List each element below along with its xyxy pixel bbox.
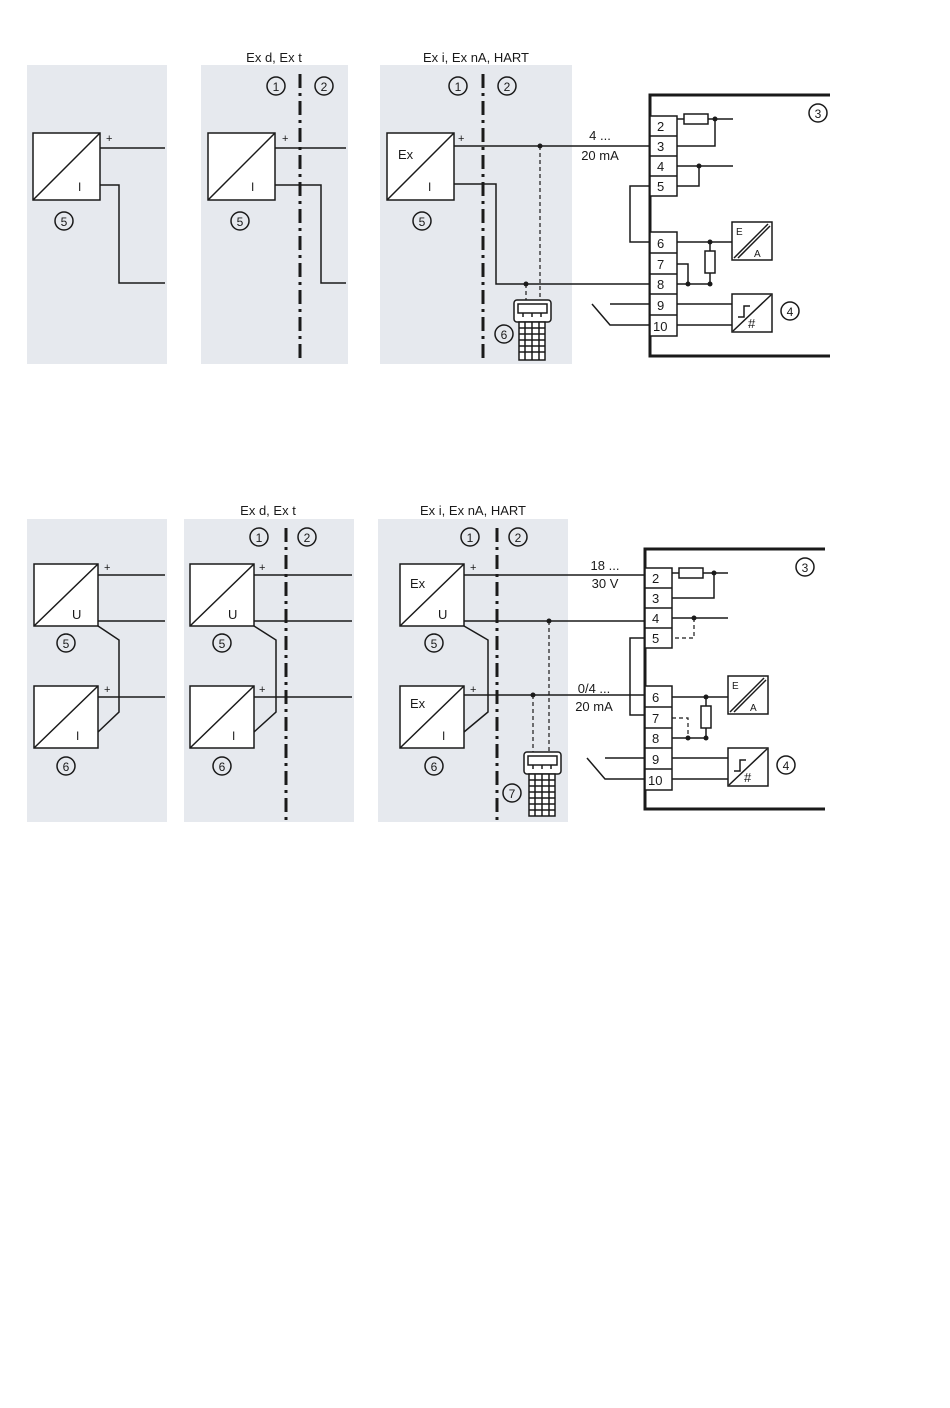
terminal-4: 4 (652, 611, 659, 626)
sensor-label-Ex: Ex (398, 147, 414, 162)
callout-5: 5 (419, 215, 426, 229)
callout-5: 5 (237, 215, 244, 229)
signal-label-2: 20 mA (575, 699, 613, 714)
heading-exi: Ex i, Ex nA, HART (420, 503, 526, 518)
sensor-label-I: I (442, 729, 445, 743)
panel-exd (201, 65, 348, 364)
supply-label-2: 30 V (592, 576, 619, 591)
diagram-2: Ex d, Ex t Ex i, Ex nA, HART 1 2 1 2 U +… (27, 503, 825, 822)
callout-1: 1 (467, 531, 474, 545)
conv-E: E (736, 227, 743, 238)
resistor (705, 251, 715, 273)
resistor (679, 568, 703, 578)
callout-5: 5 (61, 215, 68, 229)
signal-converter-icon: E A (728, 676, 768, 714)
terminal-8: 8 (657, 277, 664, 292)
signal-label-1: 4 ... (589, 128, 611, 143)
plus-sign: + (282, 133, 288, 145)
plus-sign: + (470, 684, 476, 696)
terminal-5: 5 (652, 631, 659, 646)
hart-handheld-icon (514, 300, 551, 360)
resistor (684, 114, 708, 124)
callout-2: 2 (515, 531, 522, 545)
conv-A: A (750, 703, 757, 714)
plus-sign: + (259, 684, 265, 696)
signal-label-1: 0/4 ... (578, 681, 611, 696)
callout-1: 1 (455, 80, 462, 94)
sensor-label-U: U (438, 607, 447, 622)
sensor-label-I: I (428, 180, 431, 194)
callout-6: 6 (501, 328, 508, 342)
callout-2: 2 (321, 80, 328, 94)
panel-standard (27, 65, 167, 364)
callout-5: 5 (431, 637, 438, 651)
callout-2: 2 (304, 531, 311, 545)
terminal-3: 3 (657, 139, 664, 154)
callout-5: 5 (219, 637, 226, 651)
plus-sign: + (458, 133, 464, 145)
plus-sign: + (259, 562, 265, 574)
terminal-3: 3 (652, 591, 659, 606)
switch-output-icon: # (728, 748, 768, 786)
terminal-7: 7 (657, 257, 664, 272)
terminal-6: 6 (657, 236, 664, 251)
terminal-10: 10 (653, 319, 667, 334)
heading-exi: Ex i, Ex nA, HART (423, 50, 529, 65)
terminal-4: 4 (657, 159, 664, 174)
terminal-block: 2 3 4 5 6 7 8 9 10 (645, 568, 672, 790)
callout-4: 4 (783, 759, 790, 773)
switch-hash: # (744, 770, 752, 785)
sensor-label-I: I (78, 180, 81, 194)
heading-exd: Ex d, Ex t (246, 50, 302, 65)
sensor-label-U: U (72, 607, 81, 622)
sensor-label-Ex: Ex (410, 576, 426, 591)
terminal-block: 2 3 4 5 6 7 8 9 10 (650, 116, 677, 336)
callout-4: 4 (787, 305, 794, 319)
heading-exd: Ex d, Ex t (240, 503, 296, 518)
callout-5: 5 (63, 637, 70, 651)
sensor-label-I: I (251, 180, 254, 194)
conv-A: A (754, 249, 761, 260)
callout-6: 6 (431, 760, 438, 774)
plus-sign: + (106, 133, 112, 145)
switch-output-icon: # (732, 294, 772, 332)
terminal-2: 2 (652, 571, 659, 586)
sensor-label-Ex: Ex (410, 696, 426, 711)
callout-6: 6 (63, 760, 70, 774)
plus-sign: + (104, 562, 110, 574)
terminal-9: 9 (657, 298, 664, 313)
sensor-label-I: I (232, 729, 235, 743)
resistor (701, 706, 711, 728)
diagram-1: Ex d, Ex t Ex i, Ex nA, HART 1 2 1 2 I +… (27, 50, 830, 364)
switch-hash: # (748, 316, 756, 331)
terminal-9: 9 (652, 752, 659, 767)
conv-E: E (732, 681, 739, 692)
terminal-2: 2 (657, 119, 664, 134)
signal-converter-icon: E A (732, 222, 772, 260)
sensor-label-U: U (228, 607, 237, 622)
callout-3: 3 (815, 107, 822, 121)
callout-3: 3 (802, 561, 809, 575)
callout-1: 1 (273, 80, 280, 94)
callout-2: 2 (504, 80, 511, 94)
terminal-10: 10 (648, 773, 662, 788)
callout-1: 1 (256, 531, 263, 545)
callout-7: 7 (509, 787, 516, 801)
terminal-5: 5 (657, 179, 664, 194)
plus-sign: + (104, 684, 110, 696)
signal-label-2: 20 mA (581, 148, 619, 163)
terminal-6: 6 (652, 690, 659, 705)
terminal-7: 7 (652, 711, 659, 726)
sensor-label-I: I (76, 729, 79, 743)
hart-handheld-icon (524, 752, 561, 816)
terminal-8: 8 (652, 731, 659, 746)
callout-6: 6 (219, 760, 226, 774)
supply-label-1: 18 ... (591, 558, 620, 573)
plus-sign: + (470, 562, 476, 574)
